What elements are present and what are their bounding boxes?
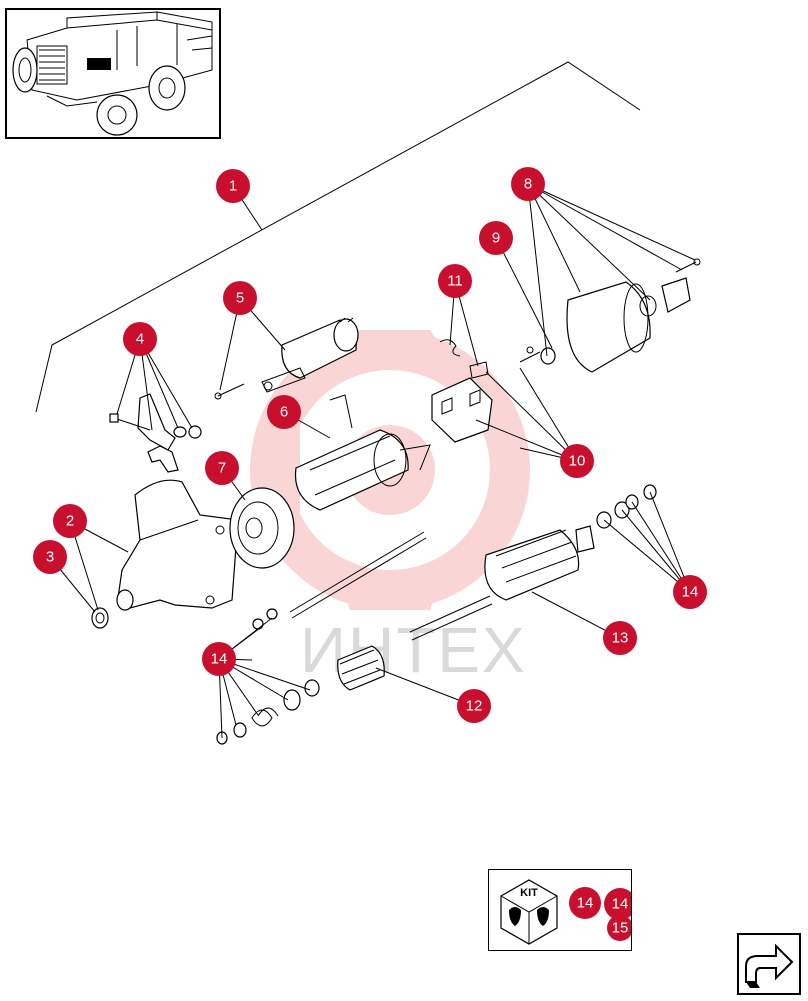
kit-box-drawing: KIT 14 14 15	[500, 879, 636, 945]
svg-text:15: 15	[612, 920, 629, 937]
end-cover-part	[566, 281, 651, 373]
armature-part	[409, 525, 595, 641]
svg-text:14: 14	[211, 651, 228, 668]
callout-14-left[interactable]: 14	[202, 642, 236, 676]
washer-screw-part	[519, 346, 556, 365]
bushing-part	[91, 607, 109, 629]
svg-text:6: 6	[280, 404, 288, 421]
callout-10[interactable]: 10	[560, 444, 594, 478]
callout-14-right[interactable]: 14	[673, 575, 707, 609]
svg-text:8: 8	[524, 176, 532, 193]
kit-callout-15[interactable]: 15	[607, 915, 633, 941]
svg-text:5: 5	[236, 290, 244, 307]
kit-label: KIT	[520, 887, 538, 899]
callout-13[interactable]: 13	[603, 621, 637, 655]
callout-6[interactable]: 6	[267, 395, 301, 429]
next-page-arrow-icon	[737, 933, 801, 995]
brush-plate-part	[431, 377, 493, 443]
svg-text:10: 10	[569, 453, 586, 470]
tie-rod-part	[289, 531, 427, 619]
solenoid-part	[261, 317, 359, 393]
vehicle-thumbnail-drawing	[12, 11, 213, 136]
fork-lever-part	[109, 393, 202, 473]
svg-text:14: 14	[612, 896, 629, 913]
bearing-plate-part	[229, 487, 295, 569]
svg-text:3: 3	[46, 549, 54, 566]
next-page-button[interactable]	[736, 932, 802, 996]
svg-text:9: 9	[492, 230, 500, 247]
drive-housing-part	[116, 479, 239, 611]
assembly-bracket	[35, 61, 641, 413]
callout-4[interactable]: 4	[123, 322, 157, 356]
svg-text:11: 11	[447, 273, 463, 290]
kit-box: KIT 14 14 15	[488, 869, 636, 951]
kit-callout-14a[interactable]: 14	[569, 887, 601, 919]
callout-1[interactable]: 1	[216, 169, 250, 203]
end-bracket-part	[639, 258, 701, 317]
svg-text:14: 14	[577, 895, 594, 912]
watermark-text: ИНТЕХ	[300, 614, 527, 686]
pinion-drive-part	[337, 645, 385, 691]
pin-part	[214, 383, 245, 400]
callout-11[interactable]: 11	[438, 264, 472, 298]
callout-2[interactable]: 2	[53, 504, 87, 538]
callout-3[interactable]: 3	[33, 540, 67, 574]
kit-package-icon	[500, 879, 558, 945]
callout-8[interactable]: 8	[511, 167, 545, 201]
brush-holder-part	[294, 394, 431, 511]
callout-5[interactable]: 5	[223, 281, 257, 315]
callout-7[interactable]: 7	[205, 451, 239, 485]
vehicle-thumbnail	[5, 8, 221, 139]
callout-12[interactable]: 12	[457, 689, 491, 723]
spring-part	[216, 608, 320, 745]
svg-text:7: 7	[218, 460, 226, 477]
kit-callout-14b[interactable]: 14	[604, 888, 636, 920]
svg-text:4: 4	[136, 331, 144, 348]
svg-text:12: 12	[466, 698, 483, 715]
callout-9[interactable]: 9	[479, 221, 513, 255]
svg-text:13: 13	[612, 630, 629, 647]
svg-text:1: 1	[229, 178, 237, 195]
svg-text:2: 2	[66, 513, 74, 530]
svg-text:14: 14	[682, 584, 699, 601]
